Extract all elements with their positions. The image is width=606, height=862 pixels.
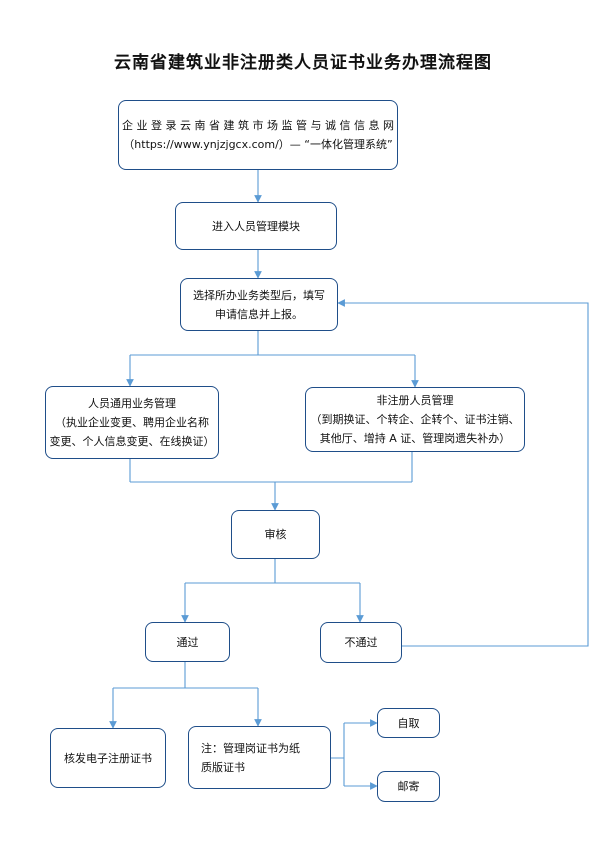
review-box: 审核 [231, 510, 320, 559]
non-registered-management-box: 非注册人员管理 （到期换证、个转企、企转个、证书注销、 其他厅、增持 A 证、管… [305, 387, 525, 452]
select-type-line-2: 申请信息并上报。 [215, 307, 303, 321]
mail-label: 邮寄 [397, 780, 420, 793]
self-pickup-box: 自取 [377, 708, 440, 738]
fail-label: 不通过 [344, 636, 378, 649]
login-line-2: （https://www.ynjzjgcx.com/）— “一体化管理系统” [123, 138, 393, 151]
login-line-1: 企 业 登 录 云 南 省 建 筑 市 场 监 管 与 诚 信 信 息 网 [122, 119, 394, 132]
page-title: 云南省建筑业非注册类人员证书业务办理流程图 [114, 53, 492, 73]
general-mgmt-line-1: 人员通用业务管理 [88, 397, 176, 410]
non-registered-line-1: 非注册人员管理 [376, 394, 454, 407]
issue-electronic-cert-box: 核发电子注册证书 [50, 728, 166, 788]
split-review [185, 559, 360, 584]
split-delivery [331, 723, 345, 786]
pass-box: 通过 [145, 622, 230, 662]
mail-box: 邮寄 [377, 771, 440, 802]
issue-cert-label: 核发电子注册证书 [64, 751, 152, 765]
arrow-fail-loop-back [337, 299, 589, 647]
select-type-line-1: 选择所办业务类型后，填写 [193, 288, 325, 302]
non-registered-line-3: 其他厅、增持 A 证、管理岗遗失补办） [319, 432, 511, 445]
select-business-type-box: 选择所办业务类型后，填写 申请信息并上报。 [180, 278, 338, 331]
self-pickup-label: 自取 [397, 716, 420, 730]
fail-box: 不通过 [320, 622, 402, 663]
paper-cert-note-box: 注：管理岗证书为纸 质版证书 [188, 726, 331, 789]
note-line-2: 质版证书 [201, 760, 245, 774]
general-mgmt-line-2: （执业企业变更、聘用企业名称 [55, 416, 209, 429]
split-select [130, 331, 415, 356]
login-system-box: 企 业 登 录 云 南 省 建 筑 市 场 监 管 与 诚 信 信 息 网 （h… [118, 100, 398, 170]
personnel-module-label: 进入人员管理模块 [212, 219, 300, 233]
review-label: 审核 [264, 528, 287, 541]
non-registered-line-2: （到期换证、个转企、企转个、证书注销、 [310, 413, 520, 426]
pass-label: 通过 [176, 635, 199, 649]
personnel-module-box: 进入人员管理模块 [175, 202, 337, 250]
general-mgmt-line-3: 变更、个人信息变更、在线换证） [49, 435, 215, 448]
merge-to-review [129, 452, 413, 483]
general-business-management-box: 人员通用业务管理 （执业企业变更、聘用企业名称 变更、个人信息变更、在线换证） [45, 386, 219, 459]
split-pass [113, 662, 258, 689]
note-line-1: 注：管理岗证书为纸 [201, 741, 300, 755]
